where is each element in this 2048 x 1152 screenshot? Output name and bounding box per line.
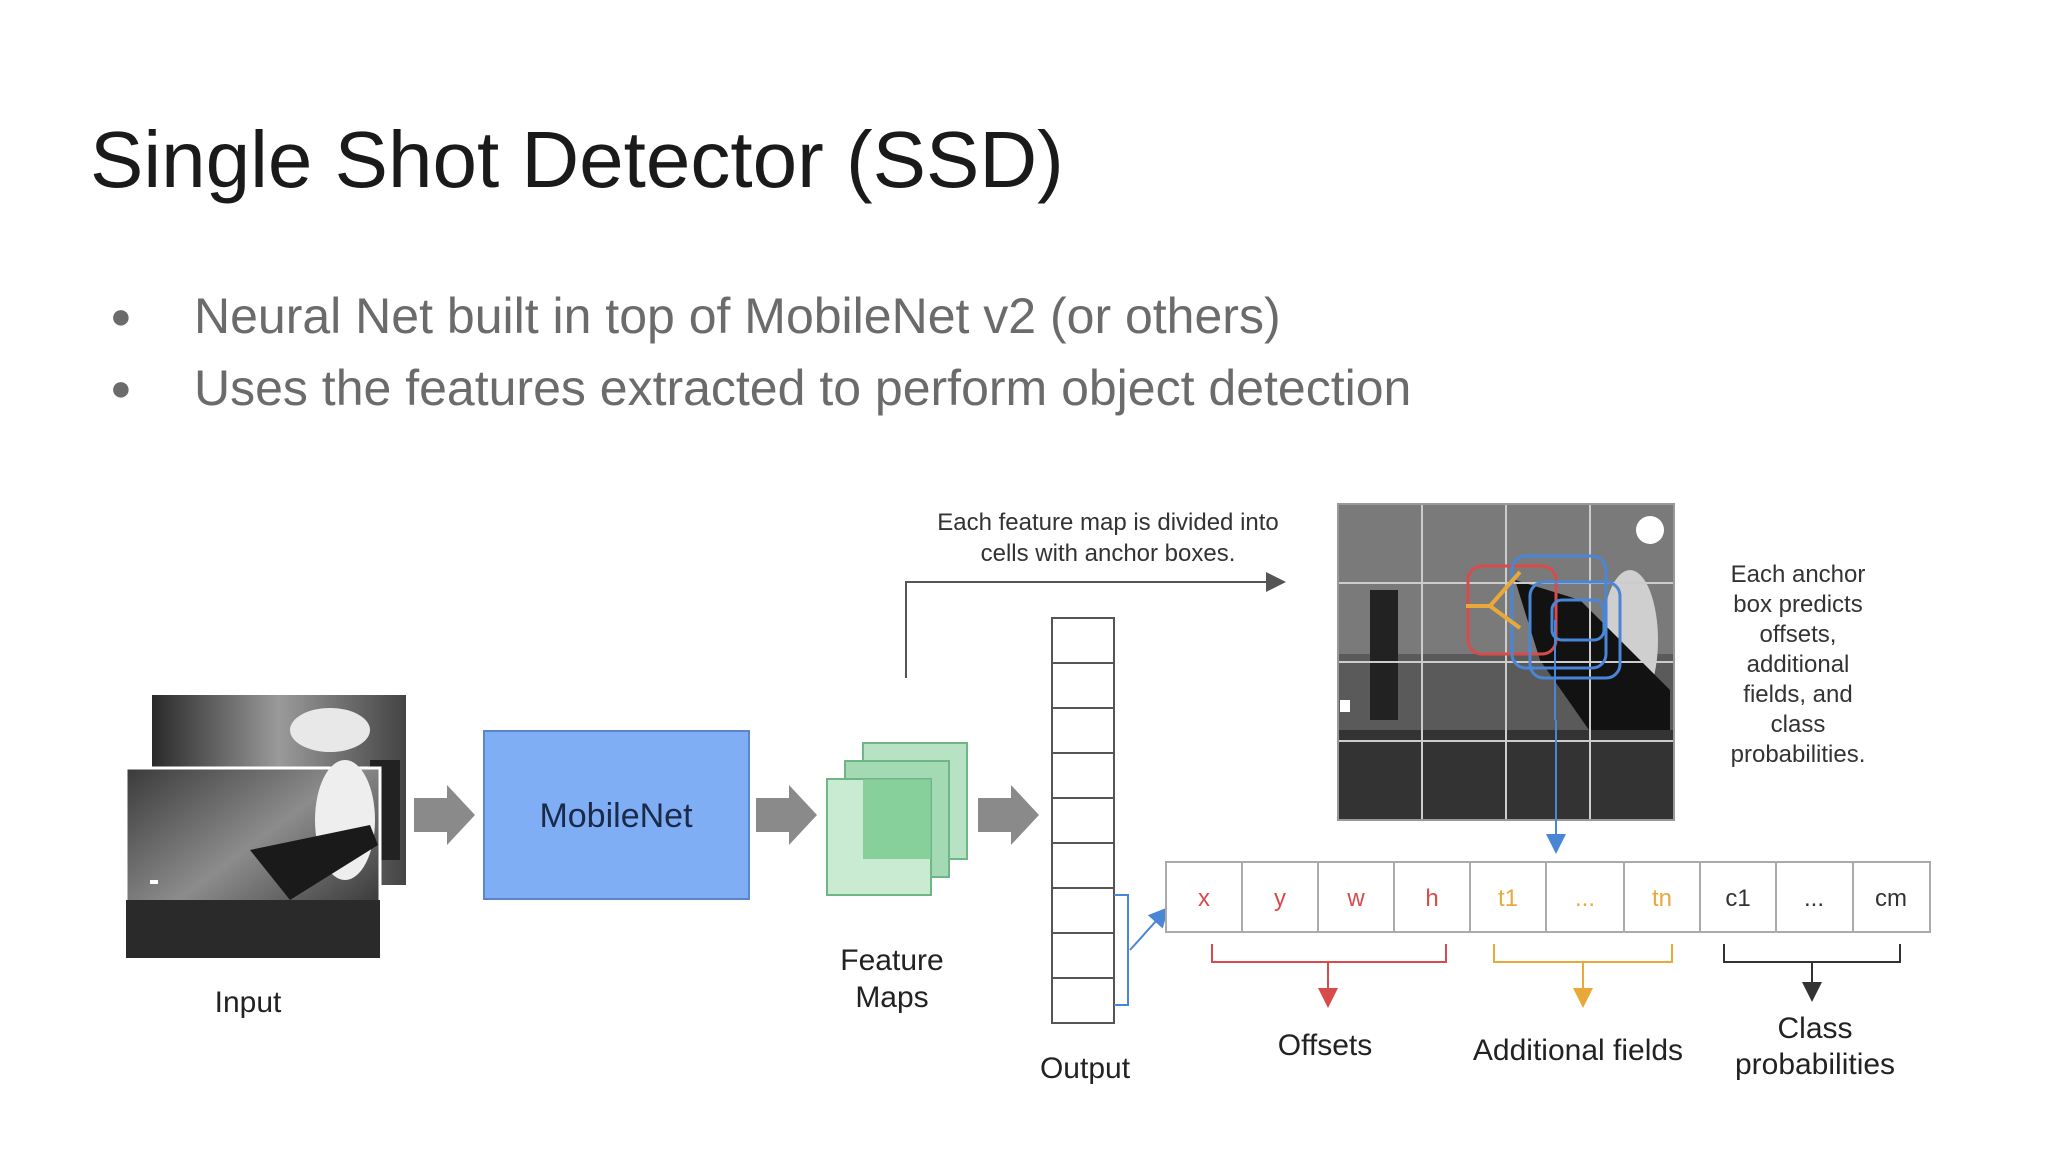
output-link-arrow (1129, 907, 1169, 951)
feature-maps-stack (826, 742, 968, 896)
bullet-text: Uses the features extracted to perform o… (194, 360, 1412, 416)
bullet-dot: ● (110, 295, 132, 336)
output-bracket (1114, 894, 1129, 1006)
feature-maps-label-line1: Feature (840, 944, 943, 977)
input-label: Input (215, 986, 282, 1019)
output-column (1051, 617, 1115, 1024)
vector-cell-h: h (1425, 885, 1438, 912)
mobilenet-block (483, 730, 750, 900)
vector-cell-cm: cm (1875, 885, 1907, 912)
flow-arrow-icon (978, 785, 1039, 845)
bullet-item: ● Neural Net built in top of MobileNet v2… (110, 280, 1411, 352)
bullet-text: Neural Net built in top of MobileNet v2 … (194, 288, 1281, 344)
mobilenet-label: MobileNet (539, 797, 693, 835)
prediction-vector: x y w h t1 ... tn c1 ... cm (1165, 861, 1931, 933)
output-label: Output (1040, 1052, 1131, 1085)
bullet-dot: ● (110, 367, 132, 408)
classes-bracket (1723, 944, 1901, 998)
class-probabilities-label-line1: Class (1777, 1012, 1852, 1045)
vector-cell-x: x (1198, 885, 1210, 912)
vector-cell-t-ellipsis: ... (1575, 885, 1595, 912)
class-probabilities-label-line2: probabilities (1735, 1048, 1895, 1081)
anchor-note-arrow (905, 572, 1286, 678)
anchor-note-line1: Each feature map is divided into (937, 509, 1279, 536)
prediction-note-line3: offsets, (1760, 621, 1837, 648)
prediction-note-line4: additional (1747, 651, 1850, 678)
bullet-list: ● Neural Net built in top of MobileNet v2… (110, 280, 1411, 424)
slide-title: Single Shot Detector (SSD) (90, 115, 1064, 204)
anchor-note-line2: cells with anchor boxes. (981, 540, 1236, 567)
flow-arrow-icon (414, 785, 475, 845)
input-photo-front (124, 760, 382, 960)
input-images (124, 695, 406, 960)
prediction-note-line1: Each anchor (1731, 561, 1866, 588)
offsets-bracket (1211, 944, 1447, 1004)
vector-cell-c-ellipsis: ... (1804, 885, 1824, 912)
vector-cell-y: y (1274, 885, 1286, 912)
prediction-note-line5: fields, and (1743, 681, 1852, 708)
vector-cell-w: w (1346, 885, 1365, 912)
prediction-note-line2: box predicts (1733, 591, 1862, 618)
prediction-note-line7: probabilities. (1731, 741, 1866, 768)
vector-cell-t1: t1 (1498, 885, 1518, 912)
vector-cell-c1: c1 (1725, 885, 1750, 912)
flow-arrow-icon (756, 785, 817, 845)
bullet-item: ● Uses the features extracted to perform … (110, 352, 1411, 424)
feature-maps-label-line2: Maps (855, 981, 928, 1014)
prediction-note-line6: class (1771, 711, 1826, 738)
vector-cell-tn: tn (1652, 885, 1672, 912)
additional-bracket (1493, 944, 1673, 1004)
offsets-label: Offsets (1278, 1029, 1372, 1062)
anchor-grid-image (1337, 503, 1675, 821)
additional-fields-label: Additional fields (1473, 1034, 1683, 1067)
